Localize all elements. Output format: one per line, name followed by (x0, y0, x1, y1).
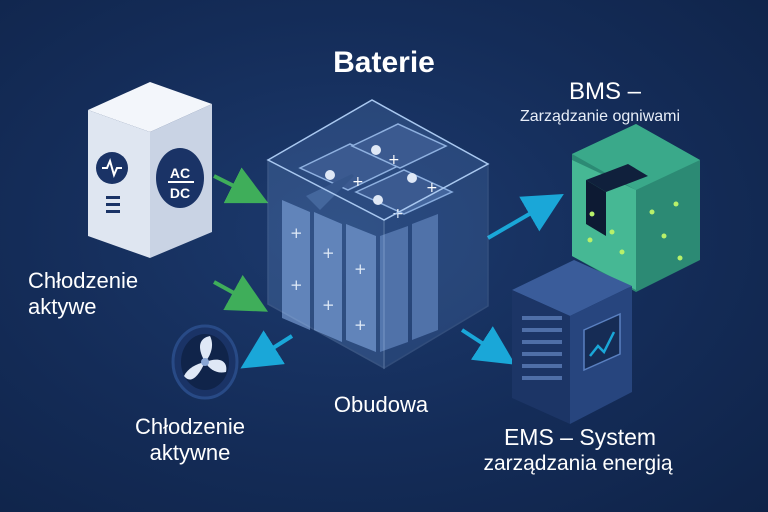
cooling-bottom-line1: Chłodzenie (134, 414, 246, 439)
housing-label: Obudowa (333, 392, 429, 417)
battery-enclosure: + + + + + + + + + + (266, 99, 490, 370)
svg-text:+: + (426, 180, 438, 196)
cooling-label-top: Chłodzenie aktywe (28, 268, 218, 320)
arrow-battery-to-ems (460, 326, 516, 365)
ems-label-line1: EMS – System (503, 424, 657, 450)
ems-server-cabinet (512, 260, 632, 424)
svg-text:+: + (354, 316, 367, 334)
dc-label: DC (170, 185, 190, 201)
svg-text:+: + (322, 244, 335, 262)
pcb-chip-icon (586, 164, 648, 192)
ems-label-line2: zarządzania energią (483, 452, 673, 475)
svg-text:+: + (354, 260, 367, 278)
inverter-box: AC DC (88, 82, 212, 258)
arrow-cooling-to-battery (213, 274, 269, 312)
svg-text:+: + (388, 152, 400, 168)
svg-text:+: + (322, 296, 335, 314)
cooling-bottom-line2: aktywne (149, 440, 231, 465)
svg-text:+: + (392, 206, 404, 222)
svg-text:+: + (290, 276, 303, 294)
arrow-inverter-to-battery (213, 167, 269, 204)
arrow-battery-to-bms (486, 193, 564, 240)
bms-pcb-board (572, 124, 700, 292)
server-cabinet-icon (522, 316, 562, 380)
cooling-top-line1: Chłodzenie (28, 268, 139, 293)
bms-title: BMS – (568, 78, 642, 105)
diagram-title: Baterie (333, 46, 435, 79)
waveform-icon (589, 331, 616, 357)
cooling-label-bottom: Chłodzenie aktywne (90, 414, 290, 466)
svg-text:+: + (290, 224, 303, 242)
ac-label: AC (170, 165, 190, 181)
svg-text:+: + (352, 174, 364, 190)
arrow-battery-to-fan (240, 330, 294, 369)
ac-dc-inverter-icon (156, 148, 204, 208)
cooling-top-line2: aktywe (28, 294, 97, 319)
fan-icon (171, 324, 239, 400)
bms-subtitle: Zarządzanie ogniwami (519, 108, 681, 125)
battery-cell-icon: + + + + + + + + + + (282, 123, 454, 352)
